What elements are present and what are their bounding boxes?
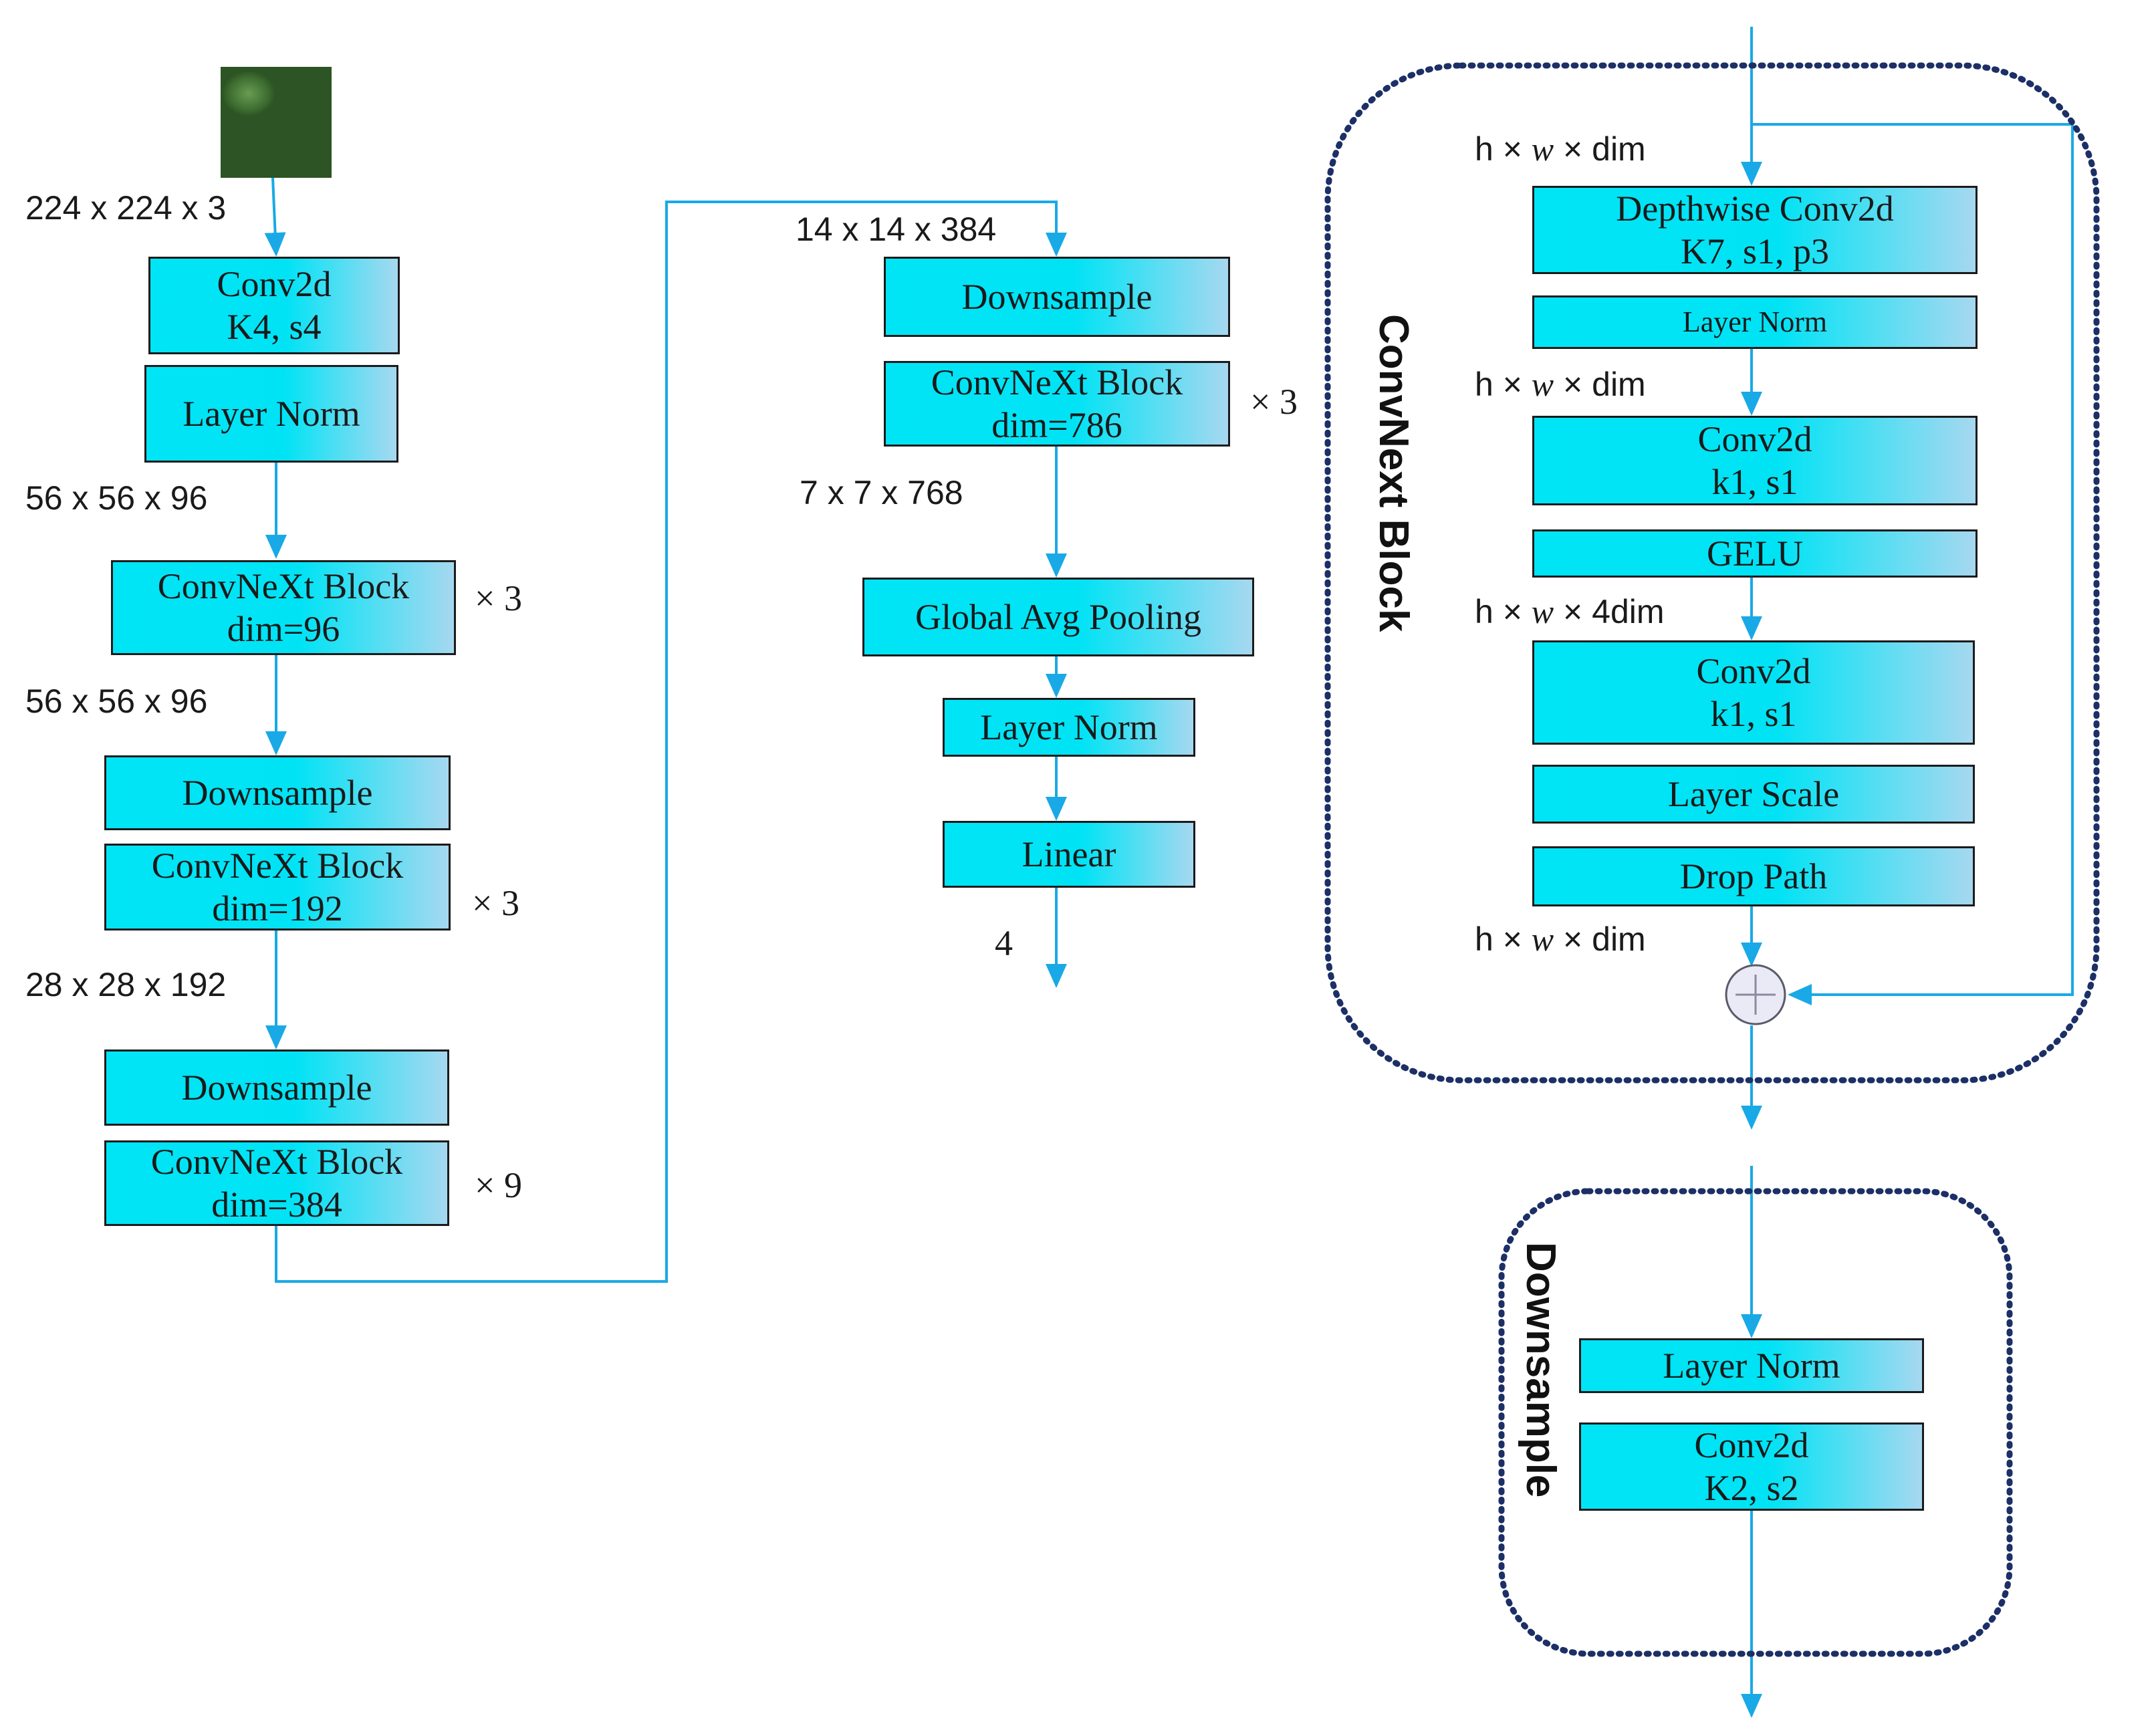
- cnb-dim-label-1: h × w × dim: [1475, 130, 1646, 168]
- gelu-box: GELU: [1532, 529, 1978, 578]
- global-avg-pool-box: Global Avg Pooling: [862, 578, 1254, 656]
- connector-stage3-to-stage4: [275, 201, 1067, 1283]
- stage2-out-shape: 28 x 28 x 192: [25, 966, 227, 1003]
- arrow-input-to-conv: [264, 177, 286, 257]
- stem-layernorm-box: Layer Norm: [144, 365, 398, 463]
- stage4-repeat: × 3: [1250, 382, 1298, 422]
- ds-layernorm-box: Layer Norm: [1579, 1338, 1924, 1393]
- downsample-block-title: Downsample: [1518, 1242, 1564, 1498]
- plus-circle-icon: [1725, 964, 1786, 1025]
- stage4-out-shape: 7 x 7 x 768: [800, 474, 963, 511]
- stem-out-shape: 56 x 56 x 96: [25, 479, 208, 517]
- drop-path-box: Drop Path: [1532, 846, 1975, 906]
- linear-box: Linear: [943, 821, 1195, 888]
- cnb-dim-label-2: h × w × dim: [1475, 366, 1646, 403]
- stage2-repeat: × 3: [472, 883, 519, 923]
- stage2-downsample-box: Downsample: [104, 755, 451, 830]
- stage4-downsample-box: Downsample: [884, 257, 1230, 337]
- convnext-block-frame: [1324, 62, 2100, 1084]
- cnb-dim-label-3: h × w × 4dim: [1475, 593, 1665, 630]
- input-image-thumbnail: [221, 67, 332, 178]
- cnb-layernorm-box: Layer Norm: [1532, 295, 1978, 349]
- layer-scale-box: Layer Scale: [1532, 765, 1975, 824]
- stage4-in-shape: 14 x 14 x 384: [796, 211, 997, 248]
- stage1-repeat: × 3: [475, 578, 522, 618]
- residual-path: [1752, 123, 2074, 1005]
- head-layernorm-box: Layer Norm: [943, 698, 1195, 757]
- input-shape-label: 224 x 224 x 3: [25, 189, 227, 227]
- stage1-out-shape: 56 x 56 x 96: [25, 683, 208, 720]
- stage3-repeat: × 9: [475, 1165, 522, 1205]
- convnext-block-title: ConvNext Block: [1370, 314, 1417, 632]
- cnb-dim-label-4: h × w × dim: [1475, 920, 1646, 958]
- downsample-frame: [1498, 1188, 2013, 1657]
- stage3-downsample-box: Downsample: [104, 1049, 449, 1126]
- output-size-label: 4: [995, 923, 1013, 963]
